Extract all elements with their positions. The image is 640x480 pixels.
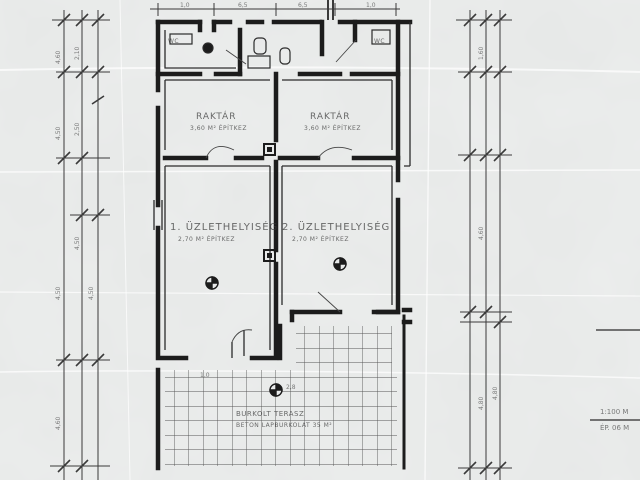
- dim-right-4: 4,80: [492, 386, 499, 400]
- room-label-shop-1: 1. ÜZLETHELYISÉG: [170, 222, 279, 233]
- dim-left-inner-3: 4,50: [74, 236, 81, 250]
- door-swings: [205, 39, 357, 343]
- top-dimension-line: [150, 0, 400, 20]
- level-markers: [205, 257, 347, 397]
- room-label-wc-2: WC: [374, 38, 386, 45]
- title-block: [590, 329, 640, 421]
- sanitary-fixtures: [169, 29, 391, 69]
- room-area-terrace: BETON LAPBURKOLAT 35 m²: [236, 422, 333, 429]
- dim-left-inner-2: 2,50: [74, 122, 81, 136]
- room-label-terrace: BURKOLT TERASZ: [236, 410, 305, 418]
- dim-left-outer-2: 4,50: [55, 126, 62, 140]
- room-label-wc-1: WC: [168, 38, 180, 45]
- dim-left-outer-4: 4,60: [55, 416, 62, 430]
- dim-floor-1: 1,0: [200, 372, 210, 379]
- dim-right-3: 4,80: [478, 396, 485, 410]
- terrace-tile-grid: [165, 370, 397, 466]
- dim-left-inner-1: 2,10: [74, 46, 81, 60]
- dim-floor-2: 2,8: [286, 384, 296, 391]
- room-label-storage-2: RAKTÁR: [310, 112, 351, 122]
- dim-top-3: 6,5: [298, 2, 308, 9]
- room-label-shop-2: 2. ÜZLETHELYISÉG: [282, 222, 391, 233]
- dim-top-4: 1,0: [366, 2, 376, 9]
- right-dimension-lines: [456, 10, 512, 480]
- room-area-storage-1: 3,60 m² ÉPÍTKEZ: [190, 125, 247, 132]
- room-area-shop-1: 2,70 m² ÉPÍTKEZ: [178, 236, 235, 243]
- walls: [155, 19, 413, 471]
- chimneys: [263, 143, 276, 262]
- room-area-shop-2: 2,70 m² ÉPÍTKEZ: [292, 236, 349, 243]
- dim-right-2: 4,60: [478, 226, 485, 240]
- title-block-code: ÉP. 06 M: [600, 424, 630, 432]
- room-area-storage-2: 3,60 m² ÉPÍTKEZ: [304, 125, 361, 132]
- dim-top-2: 6,5: [238, 2, 248, 9]
- left-dimension-lines: [50, 10, 110, 480]
- terrace-tile-grid-upper: [296, 326, 392, 370]
- wall-inner-lines: [153, 22, 411, 358]
- room-label-storage-1: RAKTÁR: [196, 112, 237, 122]
- dim-left-outer-1: 4,60: [55, 50, 62, 64]
- dim-left-inner-4: 4,50: [88, 286, 95, 300]
- dim-right-1: 1,60: [478, 46, 485, 60]
- dim-top-1: 1,0: [180, 2, 190, 9]
- title-block-scale: 1:100 M: [600, 408, 629, 416]
- dim-left-outer-3: 4,50: [55, 286, 62, 300]
